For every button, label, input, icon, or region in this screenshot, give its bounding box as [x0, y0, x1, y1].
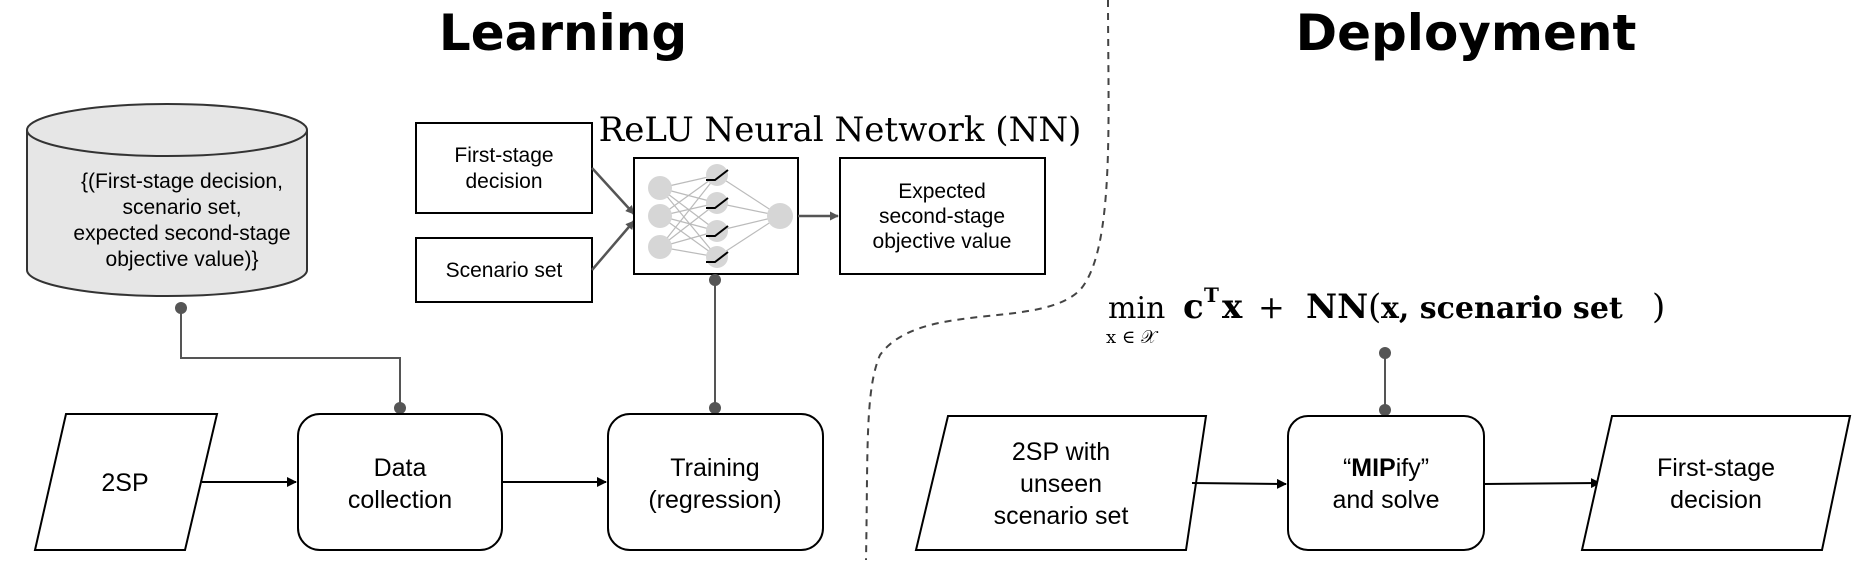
training-node: Training (regression) [607, 413, 824, 551]
mipify-node: “MIPify” and solve [1287, 415, 1485, 551]
nn-diagram [633, 157, 799, 275]
deployment-input-line3: scenario set [994, 502, 1129, 530]
mipify-rest: ify” [1396, 454, 1429, 482]
arrow-mipify-to-output [1483, 478, 1601, 489]
deployment-input-line2: unseen [1020, 470, 1102, 498]
formula-args: x, scenario set [1381, 291, 1623, 326]
nn-input-scenario-label: Scenario set [446, 259, 563, 282]
training-dataset-cylinder: {(First-stage decision, scenario set, ex… [26, 103, 308, 297]
nn-input-first-stage-line1: First-stage [454, 144, 553, 167]
data-collection-line2: collection [348, 486, 452, 514]
deployment-input-node: 2SP with unseen scenario set [914, 415, 1208, 551]
nn-output-line2: second-stage [879, 205, 1005, 228]
nn-input-first-stage-line2: decision [465, 170, 542, 193]
section-divider [865, 0, 1110, 561]
mipify-line2: and solve [1332, 486, 1439, 514]
deployment-input-line1: 2SP with [1012, 438, 1110, 466]
arrow-first-stage-to-nn [591, 167, 635, 215]
training-line1: Training [670, 454, 759, 482]
dataset-label-line3: expected second-stage [73, 222, 290, 245]
data-collection-node: Data collection [297, 413, 503, 551]
arrow-scenario-to-nn [591, 220, 635, 271]
mipify-open-quote: “ [1343, 454, 1351, 482]
nn-to-training-connector [709, 274, 721, 414]
mipify-bold: MIP [1351, 454, 1395, 482]
mipify-line1: “MIPify” [1343, 454, 1429, 482]
dataset-label-line4: objective value)} [106, 248, 259, 271]
formula-to-mipify-connector [1379, 347, 1391, 416]
deployment-output-node: First-stage decision [1580, 415, 1852, 551]
formula-open-paren: ( [1368, 287, 1381, 327]
formula-min: min [1108, 291, 1165, 326]
learning-2sp-node: 2SP [33, 413, 219, 551]
deployment-title: Deployment [1296, 4, 1637, 62]
data-collection-line1: Data [374, 454, 427, 482]
dataset-label-line1: {(First-stage decision, [81, 170, 283, 193]
arrow-input-to-mipify [1191, 478, 1287, 489]
nn-input-scenario-box: Scenario set [415, 237, 593, 303]
formula-c: c [1183, 287, 1204, 327]
dataset-label-line2: scenario set, [122, 196, 241, 219]
nn-title: ReLU Neural Network (NN) [599, 110, 1082, 150]
deployment-output-line1: First-stage [1657, 454, 1775, 482]
formula-c-sup: T [1204, 283, 1219, 307]
dataset-to-collection-connector [175, 302, 406, 414]
learning-2sp-label: 2SP [101, 469, 148, 497]
nn-output-line1: Expected [898, 180, 986, 203]
formula-x: x [1222, 287, 1243, 327]
nn-input-first-stage-box: First-stage decision [415, 122, 593, 214]
formula-close-paren: ) [1652, 287, 1665, 327]
training-line2: (regression) [648, 486, 781, 514]
nn-output-line3: objective value [873, 230, 1012, 253]
deployment-output-line2: decision [1670, 486, 1762, 514]
deployment-objective-formula: min x ∈ 𝒳 c T x + NN ( x, scenario set ) [1106, 283, 1665, 348]
learning-title: Learning [439, 4, 687, 62]
formula-subscript: x ∈ 𝒳 [1106, 327, 1159, 348]
formula-plus: + [1258, 288, 1285, 326]
formula-nn: NN [1306, 287, 1368, 327]
nn-output-box: Expected second-stage objective value [839, 157, 1046, 275]
